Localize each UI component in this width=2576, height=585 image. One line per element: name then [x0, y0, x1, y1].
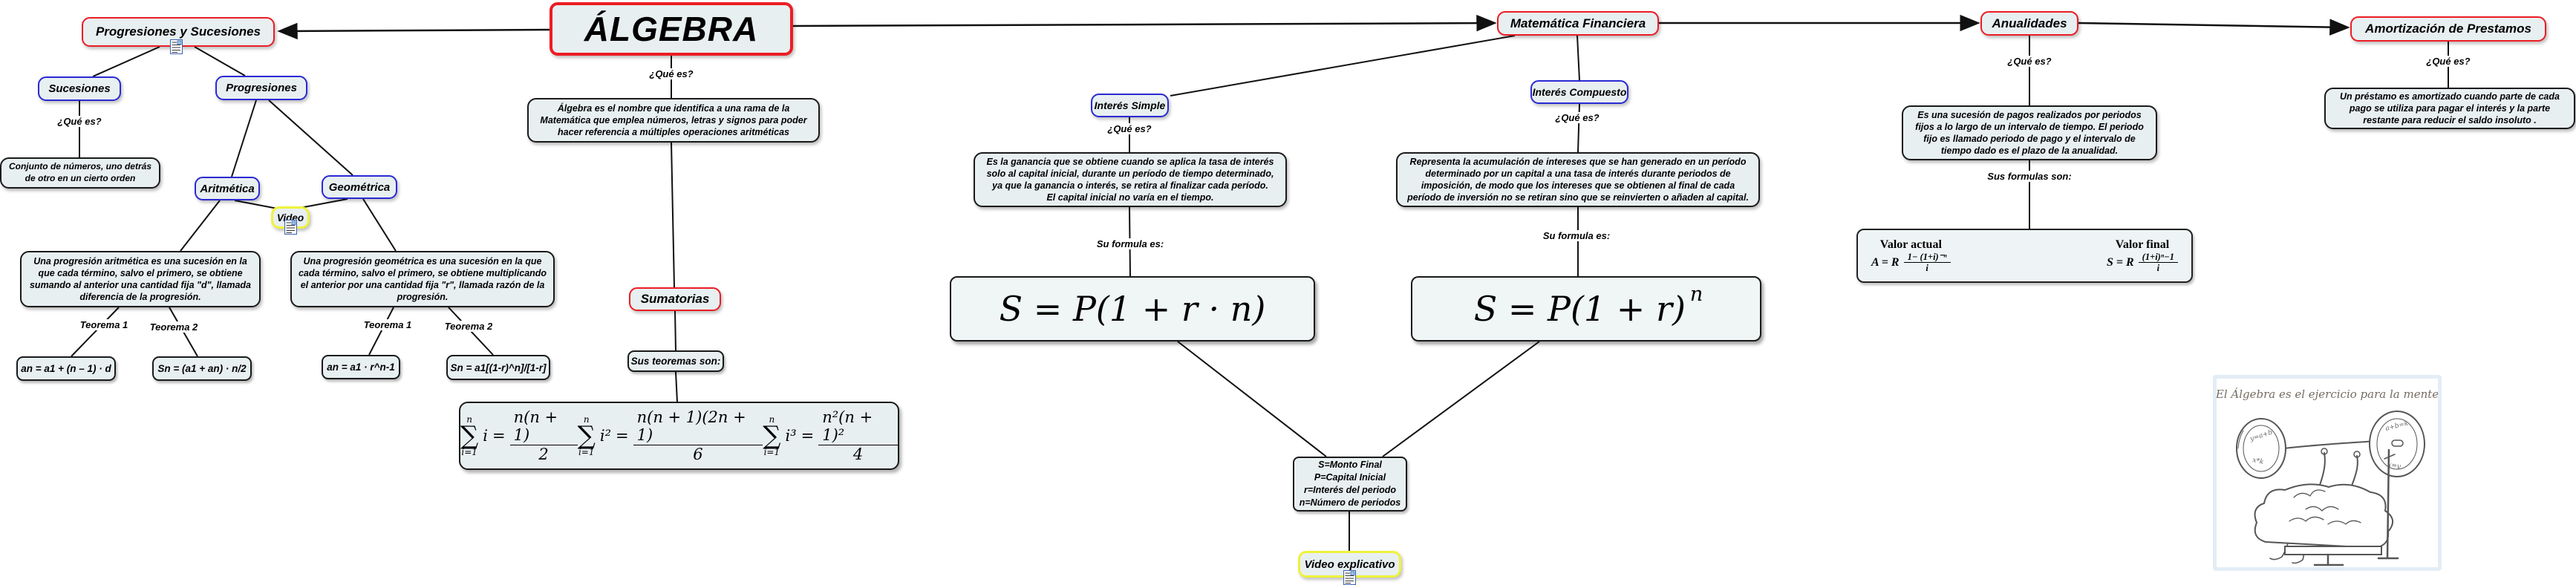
resource-icon[interactable]: [284, 220, 297, 235]
resource-icon[interactable]: [170, 39, 183, 54]
desc-amortizacion[interactable]: Un préstamo es amortizado cuando parte d…: [2324, 88, 2575, 129]
valor-actual-formula: A = R 1− (1+i)⁻ⁿ i: [1871, 252, 1951, 274]
desc-interes-simple[interactable]: Es la ganancia que se obtiene cuando se …: [974, 152, 1287, 207]
sum-formula-1: n ∑ i=1 i = n(n + 1) 2: [460, 408, 578, 463]
sigma-symbol: n ∑ i=1: [763, 414, 781, 458]
link-label-teorema-2: Teorema 2: [440, 321, 497, 332]
link-label-teorema-1: Teorema 1: [76, 319, 132, 330]
link-label-que-es: ¿Qué es?: [1103, 123, 1155, 134]
desc-interes-compuesto[interactable]: Representa la acumulación de intereses q…: [1396, 152, 1760, 207]
link-label-su-formula-es: Su formula es:: [1092, 238, 1168, 249]
svg-text:x*k: x*k: [2251, 457, 2264, 466]
link-label-que-es: ¿Qué es?: [53, 116, 105, 127]
formula-geometrica-teorema1[interactable]: an = a1 · r^n-1: [322, 355, 400, 379]
link-label-que-es: ¿Qué es?: [1551, 112, 1603, 123]
node-interes-compuesto[interactable]: Interés Compuesto: [1530, 80, 1628, 104]
anualidades-formulas-box[interactable]: Valor actual A = R 1− (1+i)⁻ⁿ i Valor fi…: [1856, 229, 2193, 283]
link-label-su-formula-es: Su formula es:: [1539, 230, 1614, 241]
formula-geometrica-teorema2[interactable]: Sn = a1[(1-r)^n]/[1-r]: [446, 355, 550, 380]
valor-final-formula: S = R (1+i)ⁿ−1 i: [2107, 252, 2178, 274]
node-anualidades[interactable]: Anualidades: [1980, 11, 2078, 36]
formula-interes-compuesto[interactable]: S = P(1 + r) n: [1411, 276, 1761, 341]
desc-anualidades[interactable]: Es una sucesión de pagos realizados por …: [1902, 105, 2157, 160]
link-label-teorema-1: Teorema 1: [359, 319, 416, 330]
valor-final-title: Valor final: [2115, 238, 2170, 251]
desc-aritmetica[interactable]: Una progresión aritmética es una sucesió…: [20, 251, 261, 307]
node-progresiones[interactable]: Progresiones: [215, 76, 307, 100]
link-label-teorema-2: Teorema 2: [146, 321, 202, 333]
desc-sucesiones[interactable]: Conjunto de números, uno detrás de otro …: [0, 157, 160, 189]
formula-interes-simple[interactable]: S = P(1 + r · n): [950, 276, 1315, 341]
legend-line: r=Interés del periodo: [1304, 485, 1396, 495]
brain-exercise-image: El Álgebra es el ejercicio para la mente: [2213, 375, 2442, 571]
link-label-que-es: ¿Qué es?: [645, 68, 697, 79]
sum-formula-3: n ∑ i=1 i³ = n²(n + 1)² 4: [763, 408, 898, 463]
desc-algebra[interactable]: Álgebra es el nombre que identifica a un…: [527, 98, 820, 143]
brain-exercise-drawing: El Álgebra es el ejercicio para la mente: [2217, 388, 2438, 566]
node-algebra[interactable]: ÁLGEBRA: [550, 2, 793, 56]
legend-line: P=Capital Inicial: [1314, 472, 1386, 483]
node-matematica-financiera[interactable]: Matemática Financiera: [1497, 11, 1659, 36]
link-label-sus-formulas-son: Sus formulas son:: [1983, 171, 2076, 182]
valor-actual-group: Valor actual A = R 1− (1+i)⁻ⁿ i: [1871, 238, 1951, 274]
svg-text:x=y: x=y: [2387, 461, 2401, 471]
sum-formula-2: n ∑ i=1 i² = n(n + 1)(2n + 1) 6: [578, 408, 763, 463]
link-label-que-es: ¿Qué es?: [2422, 56, 2474, 67]
desc-geometrica[interactable]: Una progresión geométrica es una sucesió…: [290, 251, 555, 307]
legend-line: n=Número de periodos: [1299, 497, 1401, 508]
node-aritmetica[interactable]: Aritmética: [195, 177, 260, 200]
valor-actual-title: Valor actual: [1879, 238, 1942, 251]
legend-line: S=Monto Final: [1318, 460, 1382, 471]
node-interes-simple[interactable]: Interés Simple: [1091, 94, 1169, 117]
node-sus-teoremas-son[interactable]: Sus teoremas son:: [627, 350, 724, 372]
sigma-symbol: n ∑ i=1: [460, 414, 479, 458]
node-video[interactable]: Video: [271, 206, 310, 229]
formula-aritmetica-teorema2[interactable]: Sn = (a1 + an) · n/2: [152, 356, 252, 381]
node-sumatorias[interactable]: Sumatorias: [629, 287, 721, 311]
formula-interes-compuesto-exponent: n: [1689, 282, 1703, 306]
node-sucesiones[interactable]: Sucesiones: [38, 76, 121, 101]
image-caption: El Álgebra es el ejercicio para la mente: [2217, 388, 2438, 401]
desc-interes-simple-text: Es la ganancia que se obtiene cuando se …: [986, 156, 1274, 192]
node-amortizacion[interactable]: Amortización de Prestamos: [2350, 16, 2546, 42]
sumatorias-formulas-box[interactable]: n ∑ i=1 i = n(n + 1) 2 n ∑ i=1 i² = n(n …: [459, 402, 899, 470]
link-label-que-es: ¿Qué es?: [2003, 56, 2055, 67]
valor-final-group: Valor final S = R (1+i)ⁿ−1 i: [2107, 238, 2178, 274]
formula-interes-compuesto-base: S = P(1 + r): [1473, 289, 1686, 329]
desc-interes-simple-text2: El capital inicial no varía en el tiempo…: [1046, 192, 1214, 203]
formula-aritmetica-teorema1[interactable]: an = a1 + (n – 1) · d: [16, 356, 116, 381]
resource-icon[interactable]: [1343, 570, 1356, 585]
node-geometrica[interactable]: Geométrica: [322, 175, 397, 199]
legend-variables-box[interactable]: S=Monto Final P=Capital Inicial r=Interé…: [1293, 457, 1407, 512]
sigma-symbol: n ∑ i=1: [577, 414, 596, 458]
